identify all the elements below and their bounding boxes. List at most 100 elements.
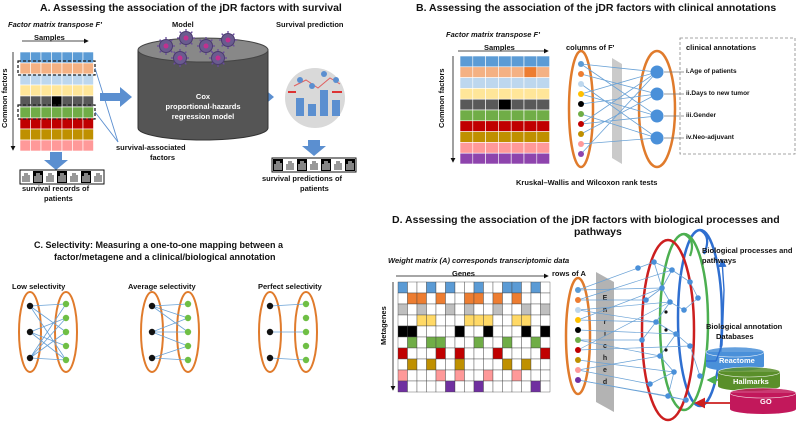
metagene-node [575, 337, 581, 343]
weight-matrix-cell [530, 380, 541, 393]
weight-matrix-cell [530, 336, 541, 349]
annotation-dot [184, 356, 192, 364]
go-cylinder [730, 393, 796, 414]
annotation-link [580, 71, 658, 125]
weight-matrix-cell [407, 336, 418, 349]
weight-matrix-cell [407, 281, 418, 294]
panel-b-matrix-title: Factor matrix transpose F' [446, 30, 540, 39]
enrichment-link [577, 345, 691, 351]
survival-factors-line-1: survival-associated [116, 143, 186, 152]
bio-processes-line-2: pathways [702, 256, 737, 265]
model-line-2: proportional-hazards [165, 102, 241, 111]
annotation-link [580, 63, 658, 73]
pathway-node [669, 267, 675, 273]
panel-a-matrix-cell [30, 84, 42, 97]
panel-b-matrix-cell [536, 88, 550, 100]
flow-arrow [44, 152, 68, 170]
weight-matrix-cell [521, 303, 532, 316]
weight-matrix-cell [454, 369, 465, 382]
pathway-node [647, 381, 653, 387]
annotation-dot [184, 314, 192, 322]
weight-matrix-cell [416, 380, 427, 393]
selectivity-link [151, 345, 189, 359]
panel-b-matrix-cell [536, 142, 550, 154]
weight-matrix-cell [445, 303, 456, 316]
weight-matrix-cell [435, 303, 446, 316]
annotation-dot [302, 300, 310, 308]
flow-arrow [100, 87, 132, 107]
weight-matrix-cell [426, 369, 437, 382]
prediction-point [321, 71, 327, 77]
panel-b-matrix-cell [510, 152, 525, 165]
factor-dot [148, 302, 156, 310]
panel-a-matrix-cell [72, 84, 84, 97]
enrichment-link [577, 301, 671, 351]
panel-a-matrix-cell [72, 128, 84, 141]
selected-factor-box [17, 104, 96, 120]
selectivity-link [29, 357, 67, 361]
annotation-oval [637, 49, 677, 169]
metagene-node [575, 327, 581, 333]
weight-matrix-cell [454, 358, 465, 371]
weight-matrix-cell [407, 292, 418, 305]
panel-a-common-factors-label: Common factors [0, 68, 9, 128]
panel-a-matrix-title: Factor matrix transpose F' [8, 20, 102, 29]
panel-a-matrix-cell [72, 139, 84, 152]
panel-b-matrix-cell [510, 142, 525, 154]
weight-matrix-cell [521, 325, 532, 338]
pathway-node [659, 285, 665, 291]
panel-b-matrix-cell [459, 77, 474, 89]
ellipsis-dot [664, 348, 668, 352]
weight-matrix-cell [483, 369, 494, 382]
weight-matrix-cell [445, 292, 456, 305]
panel-a-matrix-cell [82, 139, 94, 152]
panel-a-matrix-cell [30, 106, 42, 119]
pathway-node [667, 299, 673, 305]
panel-b-matrix-cell [472, 66, 486, 78]
selectivity-link [29, 305, 67, 361]
weight-matrix-cell [435, 369, 446, 382]
panel-a-matrix-cell [30, 139, 42, 152]
enriched-letter: n [603, 307, 607, 314]
panel-b-matrix-cell [472, 77, 486, 89]
weight-matrix-cell [464, 303, 475, 316]
weight-matrix-cell [483, 325, 494, 338]
pathway-edge [649, 371, 675, 385]
panel-a-matrix-cell [51, 139, 63, 152]
prediction-bar [308, 104, 316, 116]
weight-matrix-cell [397, 369, 408, 382]
enriched-plane [596, 272, 614, 412]
weight-matrix-cell [492, 358, 503, 371]
selected-factor-box [17, 60, 96, 76]
weight-matrix-cell [483, 380, 494, 393]
selectivity-link [29, 303, 67, 359]
panel-c-title-line-1: C. Selectivity: Measuring a one-to-one m… [34, 240, 284, 250]
weight-matrix-cell [454, 380, 465, 393]
panel-b-matrix-cell [485, 77, 499, 89]
prediction-bar [296, 98, 304, 116]
metagene-node [575, 307, 581, 313]
pathway-node [639, 337, 645, 343]
reactome-path [715, 258, 727, 362]
annotation-link [580, 73, 658, 95]
pathway-edge [645, 287, 663, 301]
panel-b-matrix-cell [472, 152, 486, 165]
panel-b-matrix-cell [536, 120, 550, 132]
panel-a-matrix-cell [40, 84, 52, 97]
weight-matrix-cell [416, 303, 427, 316]
weight-matrix-cell [397, 314, 408, 327]
panel-a-title: A. Assessing the association of the jDR … [40, 2, 342, 14]
weight-matrix-cell [483, 336, 494, 349]
weight-matrix-cell [492, 347, 503, 360]
pathway-edge [637, 261, 655, 269]
annotation-dot [184, 342, 192, 350]
enrichment-link [577, 359, 675, 373]
enrichment-link [577, 309, 657, 323]
selectivity-link [151, 357, 189, 361]
weight-matrix-cell [454, 347, 465, 360]
hand-icon [310, 161, 318, 170]
panel-b-matrix-cell [459, 120, 474, 132]
cox-model-cylinder [137, 49, 269, 141]
model-line-3: regression model [171, 112, 235, 121]
panel-b-matrix-cell [523, 77, 538, 89]
